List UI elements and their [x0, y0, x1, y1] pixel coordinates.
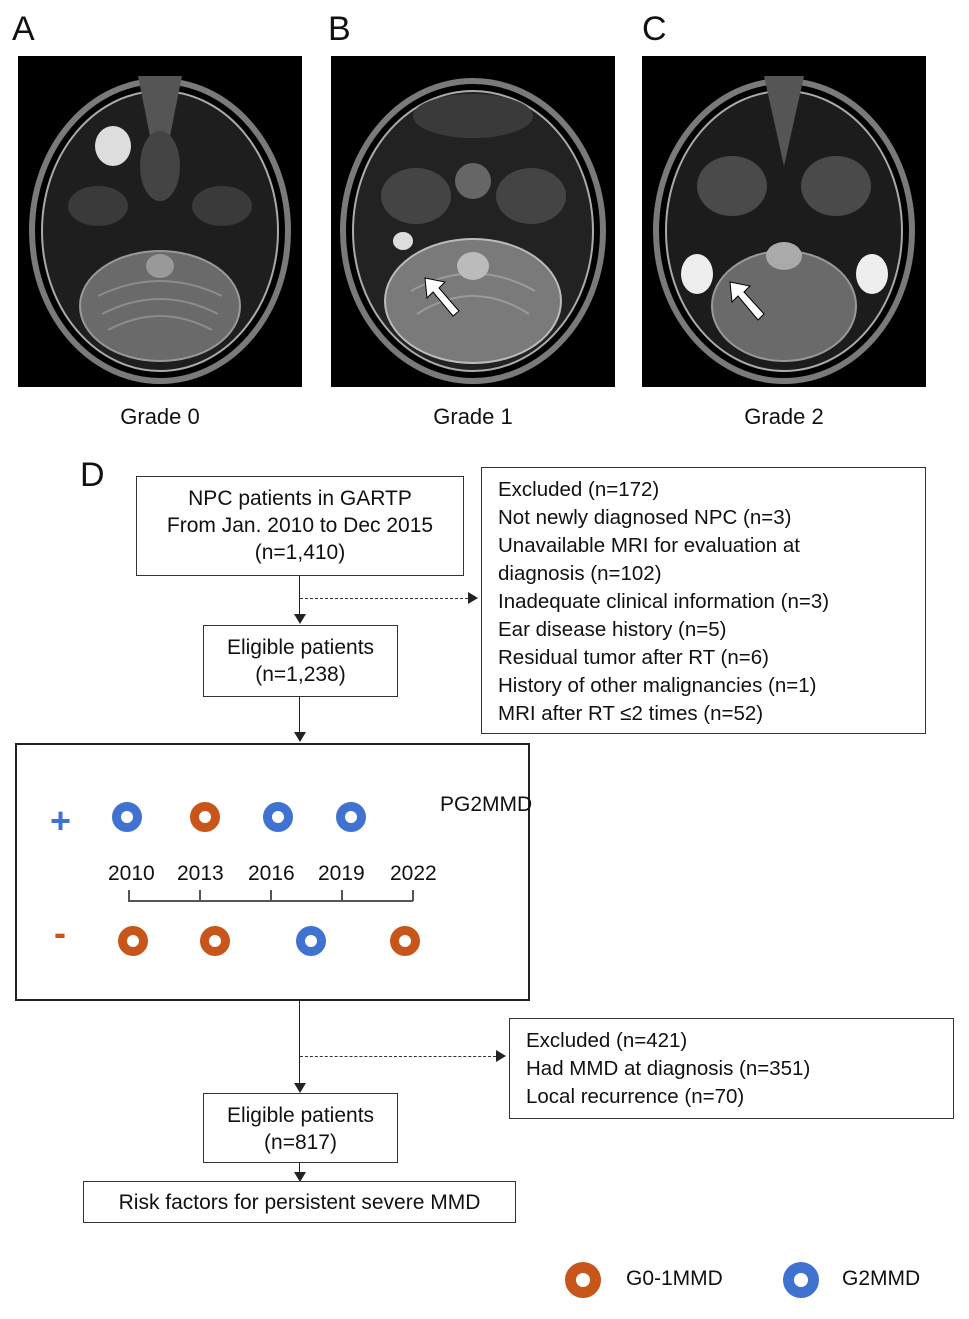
excluded2-line-1: Excluded (n=421) — [526, 1029, 688, 1052]
eligible2-line-2: (n=817) — [264, 1131, 337, 1154]
excluded1-line-9: MRI after RT ≤2 times (n=52) — [498, 702, 764, 725]
excluded1-line-1: Excluded (n=172) — [498, 478, 660, 501]
excluded1-line-6: Ear disease history (n=5) — [498, 618, 727, 641]
excluded1-line-3: Unavailable MRI for evaluation at — [498, 534, 800, 557]
outcome-box: Risk factors for persistent severe MMD — [83, 1181, 516, 1223]
excluded1-line-2: Not newly diagnosed NPC (n=3) — [498, 506, 792, 529]
arrow-head-3 — [294, 1083, 306, 1093]
ring-g2mmd — [296, 926, 326, 956]
mri-image-grade-0 — [18, 56, 302, 387]
arrow-line-1 — [299, 576, 300, 616]
excluded1-line-5: Inadequate clinical information (n=3) — [498, 590, 830, 613]
source-line-2: From Jan. 2010 to Dec 2015 — [166, 514, 434, 537]
ring-g01mmd — [390, 926, 420, 956]
legend-ring-g01mmd — [565, 1262, 601, 1298]
arrow-line-4 — [299, 1163, 300, 1175]
excluded-box-2: Excluded (n=421) Had MMD at diagnosis (n… — [509, 1018, 954, 1119]
panel-letter-b: B — [328, 10, 351, 48]
eligible1-line-1: Eligible patients — [226, 636, 375, 659]
year-label: 2016 — [248, 862, 295, 885]
excluded2-line-2: Had MMD at diagnosis (n=351) — [526, 1057, 811, 1080]
excluded1-line-4: diagnosis (n=102) — [498, 562, 662, 585]
source-box: NPC patients in GARTP From Jan. 2010 to … — [136, 476, 464, 576]
source-line-1: NPC patients in GARTP — [188, 487, 412, 510]
arrow-line-3 — [299, 1001, 300, 1085]
year-label: 2013 — [177, 862, 224, 885]
ring-g2mmd — [112, 802, 142, 832]
timeline-tick — [412, 890, 414, 901]
panel-letter-c: C — [642, 10, 667, 48]
dashed-arrow-head-2 — [496, 1050, 506, 1062]
source-line-3: (n=1,410) — [254, 541, 346, 564]
timeline-tick — [341, 890, 343, 901]
grade-label-1: Grade 1 — [433, 404, 513, 429]
pg2mmd-label: PG2MMD — [440, 793, 533, 816]
arrow-head-1 — [294, 614, 306, 624]
year-label: 2022 — [390, 862, 437, 885]
mri-image-grade-2 — [642, 56, 926, 387]
dashed-arrow-2 — [300, 1056, 496, 1057]
legend-label-g2mmd: G2MMD — [842, 1267, 921, 1290]
dashed-arrow-head-1 — [468, 592, 478, 604]
ring-g2mmd — [336, 802, 366, 832]
eligible1-line-2: (n=1,238) — [255, 663, 346, 686]
excluded1-line-8: History of other malignancies (n=1) — [498, 674, 817, 697]
legend-label-g01mmd: G0-1MMD — [626, 1267, 723, 1290]
eligible-box-2: Eligible patients (n=817) — [203, 1093, 398, 1163]
arrow-line-2 — [299, 697, 300, 733]
timeline-tick — [128, 890, 130, 901]
grade-label-2: Grade 2 — [744, 404, 824, 429]
mri-image-grade-1 — [331, 56, 615, 387]
year-label: 2019 — [318, 862, 365, 885]
outcome-text: Risk factors for persistent severe MMD — [118, 1191, 481, 1214]
eligible2-line-1: Eligible patients — [226, 1104, 375, 1127]
panel-letter-d: D — [80, 456, 105, 494]
excluded1-line-7: Residual tumor after RT (n=6) — [498, 646, 769, 669]
arrow-head-2 — [294, 732, 306, 742]
eligible-box-1: Eligible patients (n=1,238) — [203, 625, 398, 697]
ring-g2mmd — [263, 802, 293, 832]
excluded-box-1: Excluded (n=172) Not newly diagnosed NPC… — [481, 467, 926, 734]
ring-g01mmd — [118, 926, 148, 956]
excluded2-line-3: Local recurrence (n=70) — [526, 1085, 745, 1108]
plus-symbol: + — [50, 800, 72, 841]
timeline-tick — [199, 890, 201, 901]
minus-symbol: - — [54, 912, 66, 953]
dashed-arrow-1 — [300, 598, 468, 599]
timeline-box — [15, 743, 530, 1001]
timeline-tick — [270, 890, 272, 901]
panel-letter-a: A — [12, 10, 35, 48]
legend-ring-g2mmd — [783, 1262, 819, 1298]
arrow-head-4 — [294, 1172, 306, 1182]
grade-label-0: Grade 0 — [120, 404, 200, 429]
year-label: 2010 — [108, 862, 155, 885]
ring-g01mmd — [190, 802, 220, 832]
ring-g01mmd — [200, 926, 230, 956]
